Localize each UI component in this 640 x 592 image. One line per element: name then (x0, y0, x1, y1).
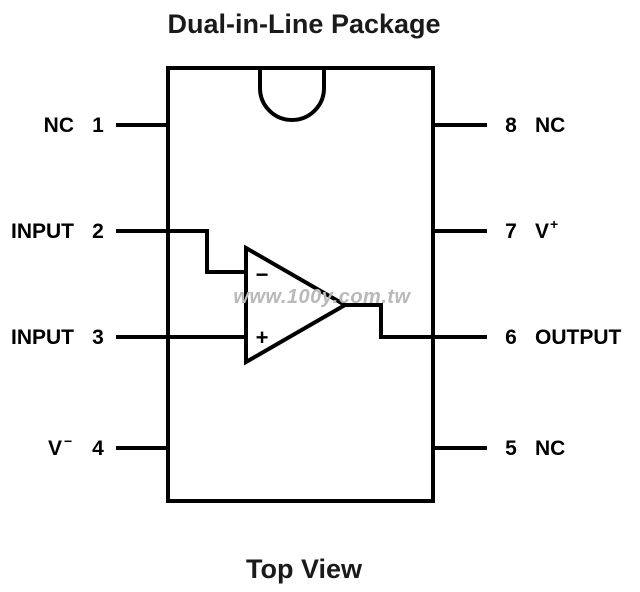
pin-6-label: OUTPUT (535, 326, 622, 349)
pin-7-superscript: + (550, 216, 558, 232)
pin-6-number: 6 (505, 326, 517, 349)
pin-4-superscript: − (64, 433, 72, 449)
inverting-sign: − (256, 262, 269, 287)
pin-1-label: NC (44, 114, 74, 137)
view-caption: Top View (246, 554, 363, 584)
pin-7-number: 7 (505, 220, 517, 243)
orientation-notch (258, 68, 326, 122)
pin-1-number: 1 (92, 114, 104, 137)
watermark: www.100y.com.tw (233, 286, 411, 308)
pin-3-label: INPUT (11, 326, 74, 349)
pin-5-label: NC (535, 437, 565, 460)
pin-5-number: 5 (505, 437, 517, 460)
pin-4-label: V (48, 437, 62, 460)
pin-4-number: 4 (92, 437, 104, 460)
pin-2-label: INPUT (11, 220, 74, 243)
pin-8-label: NC (535, 114, 565, 137)
pin-8-number: 8 (505, 114, 517, 137)
pin-3-number: 3 (92, 326, 104, 349)
inverting-input-wire (166, 229, 248, 274)
output-wire (343, 303, 435, 339)
noninverting-sign: + (256, 325, 269, 350)
opamp-triangle (244, 244, 350, 366)
diagram-title: Dual-in-Line Package (167, 9, 440, 39)
pin-2-number: 2 (92, 220, 104, 243)
pin-7-label: V (535, 220, 549, 243)
